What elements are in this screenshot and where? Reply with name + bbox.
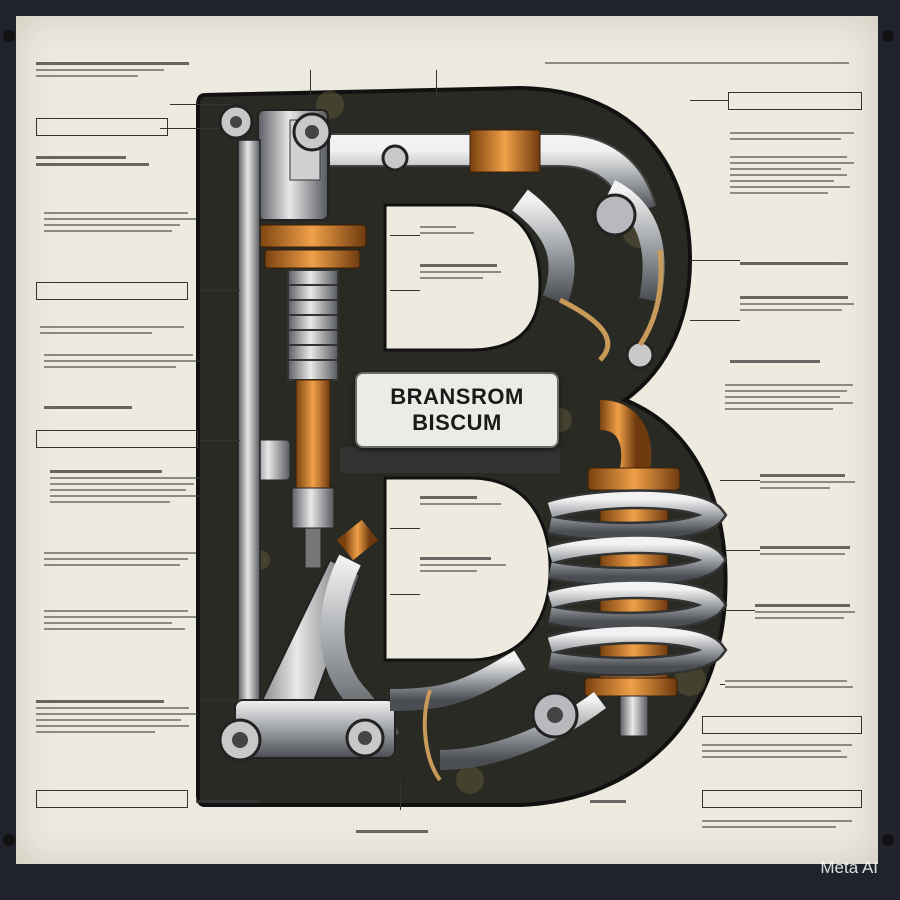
leader-line xyxy=(200,290,240,291)
annotation-top-right xyxy=(545,58,865,68)
leader-line xyxy=(390,528,420,529)
annotation-right-3 xyxy=(740,258,860,269)
annotation-left-3 xyxy=(44,208,204,236)
leader-line xyxy=(310,70,311,96)
annotation-right-4 xyxy=(740,292,860,315)
annotation-right-10 xyxy=(725,676,860,692)
annotation-right-7 xyxy=(760,470,860,493)
leader-line xyxy=(390,235,420,236)
annotation-left-6 xyxy=(44,402,154,413)
annotation-left-5 xyxy=(44,350,209,372)
leader-line xyxy=(200,700,240,701)
center-label-line1: BRANSROM xyxy=(390,384,524,409)
annotation-right-8 xyxy=(760,542,860,559)
annotation-right-6 xyxy=(725,380,860,414)
annotation-right-12 xyxy=(702,816,860,832)
annotation-right-2 xyxy=(730,152,860,198)
annotation-box-left-3 xyxy=(36,430,198,448)
leader-line xyxy=(436,70,437,96)
leader-line xyxy=(200,440,240,441)
annotation-box-right-2 xyxy=(702,716,862,734)
leader-line xyxy=(720,480,760,481)
leader-line xyxy=(690,320,740,321)
annotation-bottom-2 xyxy=(356,826,436,837)
leader-line xyxy=(170,104,230,105)
leader-line xyxy=(390,290,420,291)
leader-line xyxy=(690,100,728,101)
annotation-left-10 xyxy=(36,696,206,737)
watermark: Meta AI xyxy=(820,858,878,877)
annotation-right-1 xyxy=(730,128,860,144)
pin-top-right xyxy=(882,30,894,42)
annotation-right-5 xyxy=(730,356,830,367)
annotation-left-2 xyxy=(36,152,186,170)
annotation-box-left-2 xyxy=(36,282,188,300)
leader-line xyxy=(390,594,420,595)
leader-line xyxy=(400,780,401,810)
annotation-left-7 xyxy=(50,466,210,507)
leader-line xyxy=(720,610,755,611)
annotation-left-1 xyxy=(36,58,206,81)
center-label-plate: BRANSROM BISCUM xyxy=(355,372,559,448)
center-label-line2: BISCUM xyxy=(412,410,502,435)
pin-bottom-left xyxy=(3,834,15,846)
annotation-box-left-1 xyxy=(36,118,168,136)
pin-top-left xyxy=(3,30,15,42)
leader-line xyxy=(690,260,740,261)
annotation-left-8 xyxy=(44,548,204,570)
annotation-right-11 xyxy=(702,740,860,762)
annotation-box-left-4 xyxy=(36,790,188,808)
annotation-box-right-1 xyxy=(728,92,862,110)
leader-line xyxy=(160,128,218,129)
annotation-lower-counter xyxy=(420,492,515,576)
annotation-left-4 xyxy=(40,322,200,338)
annotation-left-9 xyxy=(44,606,204,634)
annotation-bottom-1 xyxy=(196,796,266,807)
leader-line xyxy=(720,684,725,685)
leader-line xyxy=(725,550,760,551)
annotation-right-9 xyxy=(755,600,860,623)
annotation-upper-counter xyxy=(420,222,510,283)
annotation-box-right-3 xyxy=(702,790,862,808)
annotation-bottom-3 xyxy=(590,796,630,807)
pin-bottom-right xyxy=(882,834,894,846)
